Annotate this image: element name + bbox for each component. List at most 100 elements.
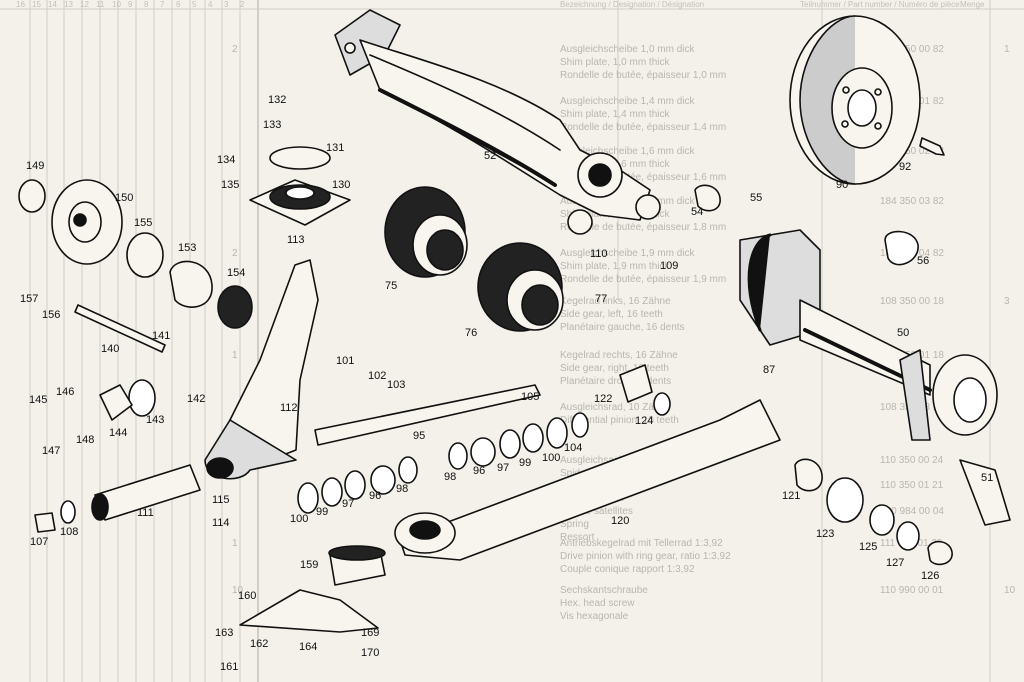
part-label: 101 bbox=[336, 355, 355, 367]
part-label: 127 bbox=[886, 557, 905, 569]
shaft-95 bbox=[314, 384, 541, 446]
part-label: 144 bbox=[109, 427, 128, 439]
part-label: 162 bbox=[250, 638, 269, 650]
part-label: 95 bbox=[413, 430, 426, 442]
part-label: 163 bbox=[215, 627, 234, 639]
bushing-121 bbox=[794, 458, 823, 492]
brake-disc-90 bbox=[789, 15, 921, 185]
part-label: 125 bbox=[859, 541, 878, 553]
ring-154 bbox=[217, 285, 253, 329]
part-label: 112 bbox=[280, 402, 298, 414]
row-position: 1 bbox=[1004, 44, 1010, 55]
row-description: Shim plate, 1,0 mm thick bbox=[560, 57, 670, 68]
part-label: 134 bbox=[217, 154, 236, 166]
row-description: Rondelle de butée, épaisseur 1,6 mm bbox=[560, 172, 727, 183]
header-cell: 2 bbox=[240, 0, 245, 9]
part-label: 76 bbox=[465, 327, 478, 339]
row-description: Hex. head screw bbox=[560, 598, 635, 609]
part-label: 145 bbox=[29, 394, 48, 406]
row-description: Antriebskegelrad mit Tellerrad 1:3,92 bbox=[560, 538, 723, 549]
part-label: 160 bbox=[238, 590, 257, 602]
part-label: 155 bbox=[134, 217, 153, 229]
part-label: 90 bbox=[836, 179, 849, 191]
column-header: Bezeichnung / Designation / Désignation bbox=[560, 0, 705, 9]
row-description: Rondelle de butée, épaisseur 1,4 mm bbox=[560, 122, 727, 133]
row-description: Rondelle de butée, épaisseur 1,9 mm bbox=[560, 274, 727, 285]
row-description: Ressort bbox=[560, 532, 595, 543]
row-part-number: 110 350 00 24 bbox=[880, 455, 944, 466]
part-label: 77 bbox=[595, 293, 608, 305]
header-cell: 13 bbox=[64, 0, 73, 9]
header-cell: 5 bbox=[192, 0, 197, 9]
row-description: Planétaire droit, 16 dents bbox=[560, 376, 672, 387]
part-label: 97 bbox=[342, 498, 355, 510]
part-label: 146 bbox=[56, 386, 75, 398]
part-label: 142 bbox=[187, 393, 206, 405]
part-label: 104 bbox=[564, 442, 583, 454]
rubber-mount-130 bbox=[249, 179, 351, 226]
row-description: Side gear, left, 16 teeth bbox=[560, 309, 663, 320]
row-description: Couple conique rapport 1:3,92 bbox=[560, 564, 695, 575]
row-part-number: 108 350 00 18 bbox=[880, 296, 944, 307]
row-quantity: 1 bbox=[232, 538, 238, 549]
part-label: 156 bbox=[42, 309, 61, 321]
part-label: 153 bbox=[178, 242, 197, 254]
row-description: Ausgleichscheibe 1,6 mm dick bbox=[560, 146, 695, 157]
part-label: 107 bbox=[30, 536, 49, 548]
part-label: 114 bbox=[212, 517, 230, 529]
row-description: Shim plate, 1,9 mm thick bbox=[560, 261, 670, 272]
control-arm-120 bbox=[394, 399, 781, 561]
row-description: Ausgleichsachse bbox=[560, 455, 636, 466]
part-label: 109 bbox=[660, 260, 679, 272]
crossmember-52 bbox=[334, 9, 661, 235]
part-label: 170 bbox=[361, 647, 380, 659]
part-label: 111 bbox=[137, 507, 154, 519]
ring-149 bbox=[18, 179, 46, 213]
part-label: 55 bbox=[750, 192, 763, 204]
part-label: 157 bbox=[20, 293, 39, 305]
rubber-boot-76 bbox=[477, 242, 564, 332]
cap-126 bbox=[927, 540, 953, 566]
row-quantity: 1 bbox=[232, 350, 238, 361]
row-position: 10 bbox=[1004, 585, 1016, 596]
header-cell: 15 bbox=[32, 0, 41, 9]
row-description: Ausgleichsrad, 10 Zähne bbox=[560, 402, 671, 413]
part-label: 50 bbox=[897, 327, 910, 339]
row-part-number: 110 990 00 01 bbox=[880, 585, 944, 596]
row-description: Drive pinion with ring gear, ratio 1:3,9… bbox=[560, 551, 731, 562]
row-position: 3 bbox=[1004, 296, 1010, 307]
part-label: 99 bbox=[519, 457, 532, 469]
part-label: 103 bbox=[387, 379, 406, 391]
header-cell: 11 bbox=[96, 0, 105, 9]
part-label: 87 bbox=[763, 364, 776, 376]
row-part-number: 184 350 02 82 bbox=[880, 146, 944, 157]
part-label: 98 bbox=[444, 471, 457, 483]
part-label: 124 bbox=[635, 415, 654, 427]
part-label: 56 bbox=[917, 255, 930, 267]
part-label: 100 bbox=[542, 452, 561, 464]
part-label: 52 bbox=[484, 150, 497, 162]
row-description: Rondelle de butée, épaisseur 1,8 mm bbox=[560, 222, 727, 233]
part-label: 92 bbox=[899, 161, 912, 173]
row-description: Differential pinion, 10 teeth bbox=[560, 415, 679, 426]
part-label: 99 bbox=[316, 506, 329, 518]
row-description: Sechskantschraube bbox=[560, 585, 648, 596]
stud-140 bbox=[74, 304, 166, 353]
part-label: 113 bbox=[287, 234, 305, 246]
row-description: Kegelrad rechts, 16 Zähne bbox=[560, 350, 678, 361]
header-cell: 8 bbox=[144, 0, 149, 9]
sleeve-111 bbox=[91, 464, 201, 521]
part-label: 96 bbox=[369, 490, 382, 502]
row-part-number: 000 984 00 04 bbox=[880, 506, 944, 517]
part-label: 96 bbox=[473, 465, 486, 477]
washers-row bbox=[60, 379, 920, 551]
row-description: Planétaire gauche, 16 dents bbox=[560, 322, 685, 333]
axle-housing-50 bbox=[739, 229, 998, 441]
row-part-number: 110 350 01 21 bbox=[880, 480, 944, 491]
part-label: 110 bbox=[590, 248, 608, 260]
row-description: Rondelle de butée, épaisseur 1,0 mm bbox=[560, 70, 727, 81]
part-label: 164 bbox=[299, 641, 318, 653]
bushing-153 bbox=[169, 260, 213, 308]
header-cell: 16 bbox=[16, 0, 25, 9]
